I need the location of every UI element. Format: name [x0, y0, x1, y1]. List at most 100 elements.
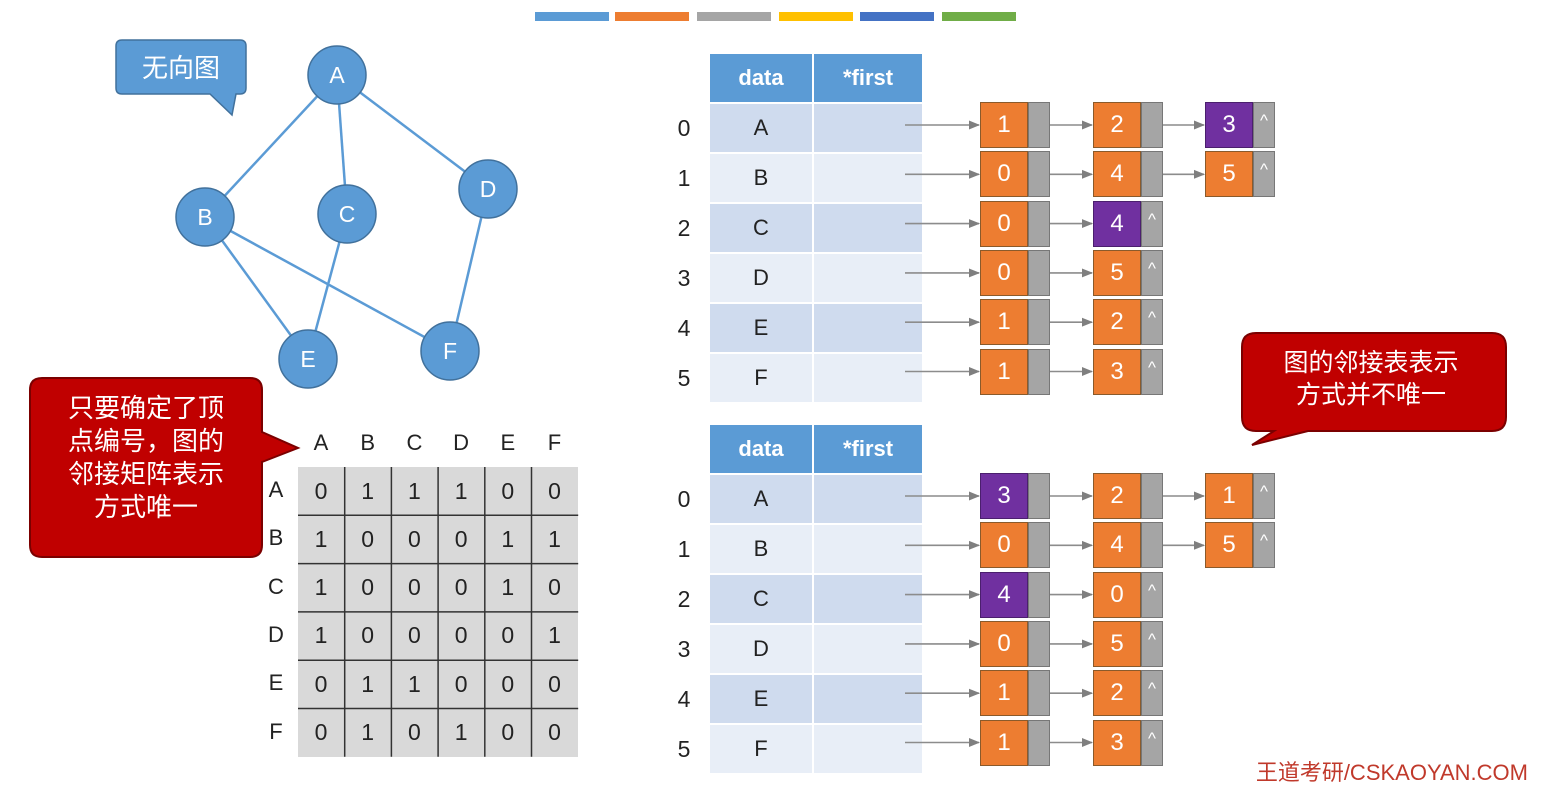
color-bar — [615, 12, 689, 21]
next-pointer — [1141, 151, 1163, 198]
node-vertex: 0 — [980, 249, 1028, 296]
first-pointer — [814, 575, 922, 623]
first-pointer — [814, 354, 922, 402]
vertex-circle — [317, 184, 377, 244]
node-vertex: 4 — [1093, 522, 1141, 569]
adjacency-node: 4^ — [1093, 200, 1165, 247]
vertex-index: 1 — [677, 535, 691, 562]
vertex-circle — [307, 45, 367, 105]
vertex-label: D — [480, 176, 497, 202]
vertex-index: 3 — [677, 635, 691, 662]
matrix-row-header: B — [268, 525, 284, 551]
matrix-cell: 0 — [501, 670, 515, 697]
graph-vertex: B — [175, 187, 235, 247]
adjacency-node: 5^ — [1205, 522, 1277, 569]
null-pointer: ^ — [1253, 473, 1275, 519]
null-pointer: ^ — [1141, 348, 1163, 395]
data-header: data — [710, 425, 812, 473]
vertex-index: 0 — [677, 114, 691, 141]
adjacency-node: 4 — [980, 571, 1052, 618]
vertex-data: A — [710, 475, 812, 523]
callout-line: 只要确定了顶 — [67, 393, 224, 423]
matrix-cell: 0 — [548, 477, 561, 504]
callout-line: 图的邻接表表示 — [1283, 349, 1459, 377]
node-vertex: 0 — [980, 200, 1028, 247]
adjacency-node: 0 — [980, 249, 1052, 296]
node-vertex: 0 — [1093, 571, 1141, 618]
vertex-label: B — [197, 204, 212, 230]
matrix-cell: 0 — [361, 574, 375, 601]
node-vertex: 5 — [1093, 620, 1141, 667]
adjacency-node: 3^ — [1093, 348, 1165, 395]
adjacency-node: 3^ — [1205, 102, 1277, 148]
matrix-row-header: F — [269, 718, 283, 744]
first-pointer — [814, 154, 922, 202]
graph-callout-text: 无向图 — [142, 54, 220, 84]
adjacency-node: 2^ — [1093, 670, 1165, 717]
matrix-callout-text: 只要确定了顶 点编号，图的 邻接矩阵表示 方式唯一 — [36, 392, 256, 524]
next-pointer — [1028, 719, 1050, 766]
adjacency-node: 1 — [980, 102, 1052, 148]
first-header: *first — [814, 54, 922, 102]
matrix-cell: 0 — [501, 477, 515, 504]
matrix-cell: 0 — [454, 670, 468, 697]
matrix-row-header: C — [268, 573, 284, 599]
adjacency-node: 3 — [980, 473, 1052, 519]
adjacency-node: 0^ — [1093, 571, 1165, 618]
adjacency-node: 1 — [980, 719, 1052, 766]
node-vertex: 0 — [980, 151, 1028, 198]
node-vertex: 5 — [1093, 249, 1141, 296]
null-pointer: ^ — [1141, 249, 1163, 296]
matrix-cell: 0 — [407, 574, 421, 601]
adjacency-node: 1^ — [1205, 473, 1277, 519]
color-bar — [860, 12, 934, 21]
data-header: data — [710, 54, 812, 102]
matrix-cell: 0 — [548, 670, 561, 697]
vertex-data: C — [710, 204, 812, 252]
next-pointer — [1141, 522, 1163, 569]
next-pointer — [1028, 102, 1050, 148]
matrix-row-header: D — [268, 621, 284, 647]
vertex-index: 2 — [677, 214, 691, 241]
vertex-index: 4 — [677, 314, 691, 341]
vertex-index: 3 — [677, 264, 691, 291]
node-vertex: 1 — [980, 719, 1028, 766]
index-header — [660, 425, 708, 473]
adjacency-node: 4 — [1093, 151, 1165, 198]
null-pointer: ^ — [1141, 299, 1163, 346]
next-pointer — [1028, 620, 1050, 667]
vertex-circle — [420, 321, 480, 381]
matrix-cell: 1 — [361, 477, 375, 504]
node-vertex: 2 — [1093, 102, 1141, 148]
matrix-cell: 1 — [454, 477, 468, 504]
matrix-cell: 0 — [314, 719, 328, 745]
matrix-cell: 0 — [501, 719, 515, 745]
node-vertex: 2 — [1093, 299, 1141, 346]
first-pointer — [814, 104, 922, 152]
adjacency-node: 5^ — [1093, 620, 1165, 667]
matrix-cell: 1 — [501, 574, 515, 601]
node-vertex: 3 — [980, 473, 1028, 519]
null-pointer: ^ — [1141, 670, 1163, 717]
list-header-row: data*first — [660, 54, 922, 102]
first-pointer — [814, 304, 922, 352]
node-vertex: 1 — [980, 102, 1028, 148]
vertex-data: A — [710, 104, 812, 152]
color-bar — [942, 12, 1016, 21]
callout-line: 邻接矩阵表示 — [67, 459, 224, 489]
adjacency-node: 5^ — [1093, 249, 1165, 296]
matrix-cell: 0 — [548, 574, 561, 601]
matrix-cell: 0 — [407, 719, 421, 745]
graph-edge — [336, 74, 489, 190]
adjacency-node: 2 — [1093, 102, 1165, 148]
matrix-cell: 0 — [454, 622, 468, 649]
adjacency-node: 1 — [980, 299, 1052, 346]
node-vertex: 3 — [1093, 719, 1141, 766]
matrix-cell: 1 — [407, 670, 421, 697]
